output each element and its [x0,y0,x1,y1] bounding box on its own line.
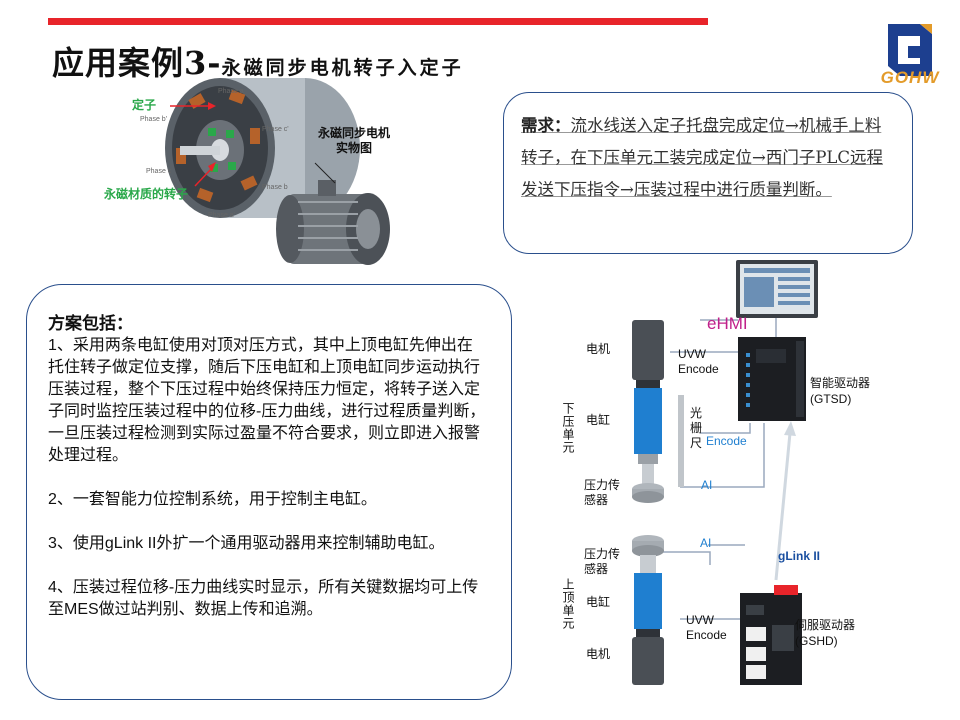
requirement-box [503,92,913,254]
phase-label-b: Phase b [262,184,288,191]
plan-item-3: 3、使用gLink II外扩一个通用驱动器用来控制辅助电缸。 [48,535,445,552]
gohw-logo-icon [888,24,932,76]
upper-uvw-encode-label: UVW Encode [686,613,727,642]
gshd-drive-icon [740,585,802,685]
gtsd-drive-icon [738,337,806,421]
motor-figure [165,78,390,265]
lower-press-unit-icon [632,320,684,503]
gshd-name-label: 伺服驱动器 [795,618,856,632]
upper-motor-label: 电机 [586,647,611,661]
plan-text: 方案包括： 1、采用两条电缸使用对顶对压方式，其中上顶电缸先伸出在托住转子做定位… [48,313,488,621]
upper-sensor-label: 压力传感器 [584,547,621,576]
upper-ai-label: AI [700,536,712,550]
encode-label: Encode [706,434,747,448]
plan-item-2: 2、一套智能力位控制系统，用于控制主电缸。 [48,491,377,508]
lower-motor-label: 电机 [586,342,611,356]
phase-label-a-prime: Phase a' [208,212,236,219]
grating-label: 光栅尺 [690,406,703,450]
plan-item-4: 4、压装过程位移-压力曲线实时显示，所有关键数据均可上传至MES做过站判别、数据… [48,579,479,618]
photo-label: 永磁同步电机实物图 [318,126,391,155]
requirement-label: 需求： [521,116,571,135]
page-title-sub: 永磁同步电机转子入定子 [221,57,464,79]
upper-press-unit-icon [632,535,664,685]
page-title-main: 应用案例3- [52,44,222,82]
plan-box [26,284,512,700]
phase-label-b-prime: Phase b' [140,116,168,123]
lower-ai-label: AI [701,478,713,492]
plan-heading: 方案包括： [48,314,133,333]
phase-label-c-prime: Phase c' [262,126,289,133]
lower-uvw-encode-label: UVW Encode [678,347,719,376]
upper-unit-label: 上顶单元 [561,578,575,630]
requirement-text: 需求：流水线送入定子托盘完成定位→机械手上料转子，在下压单元工装完成定位→西门子… [521,110,896,206]
gshd-code-label: (GSHD) [795,634,838,648]
stator-label: 定子 [132,98,157,112]
glink-label: gLink II [778,549,820,563]
rotor-label: 永磁材质的转子 [104,187,189,201]
lower-sensor-label: 压力传感器 [584,478,621,507]
header-accent-bar [48,18,708,25]
lower-unit-label: 下压单元 [561,402,575,454]
phase-label-a: Phase a [218,88,244,95]
ehmi-label: eHMI [707,314,748,333]
logo-text: GOHW [880,68,940,87]
page-title: 应用案例3-永磁同步电机转子入定子 [52,38,464,84]
gtsd-name-label: 智能驱动器 [810,376,871,390]
plan-item-1: 1、采用两条电缸使用对顶对压方式，其中上顶电缸先伸出在托住转子做定位支撑，随后下… [48,337,486,464]
hmi-panel-icon [736,260,818,318]
system-diagram [632,260,818,685]
upper-cylinder-label: 电缸 [586,595,611,609]
gtsd-code-label: (GTSD) [810,392,852,406]
lower-cylinder-label: 电缸 [586,413,611,427]
requirement-body: 流水线送入定子托盘完成定位→机械手上料转子，在下压单元工装完成定位→西门子PLC… [521,116,884,199]
phase-label-c: Phase c [146,168,172,175]
